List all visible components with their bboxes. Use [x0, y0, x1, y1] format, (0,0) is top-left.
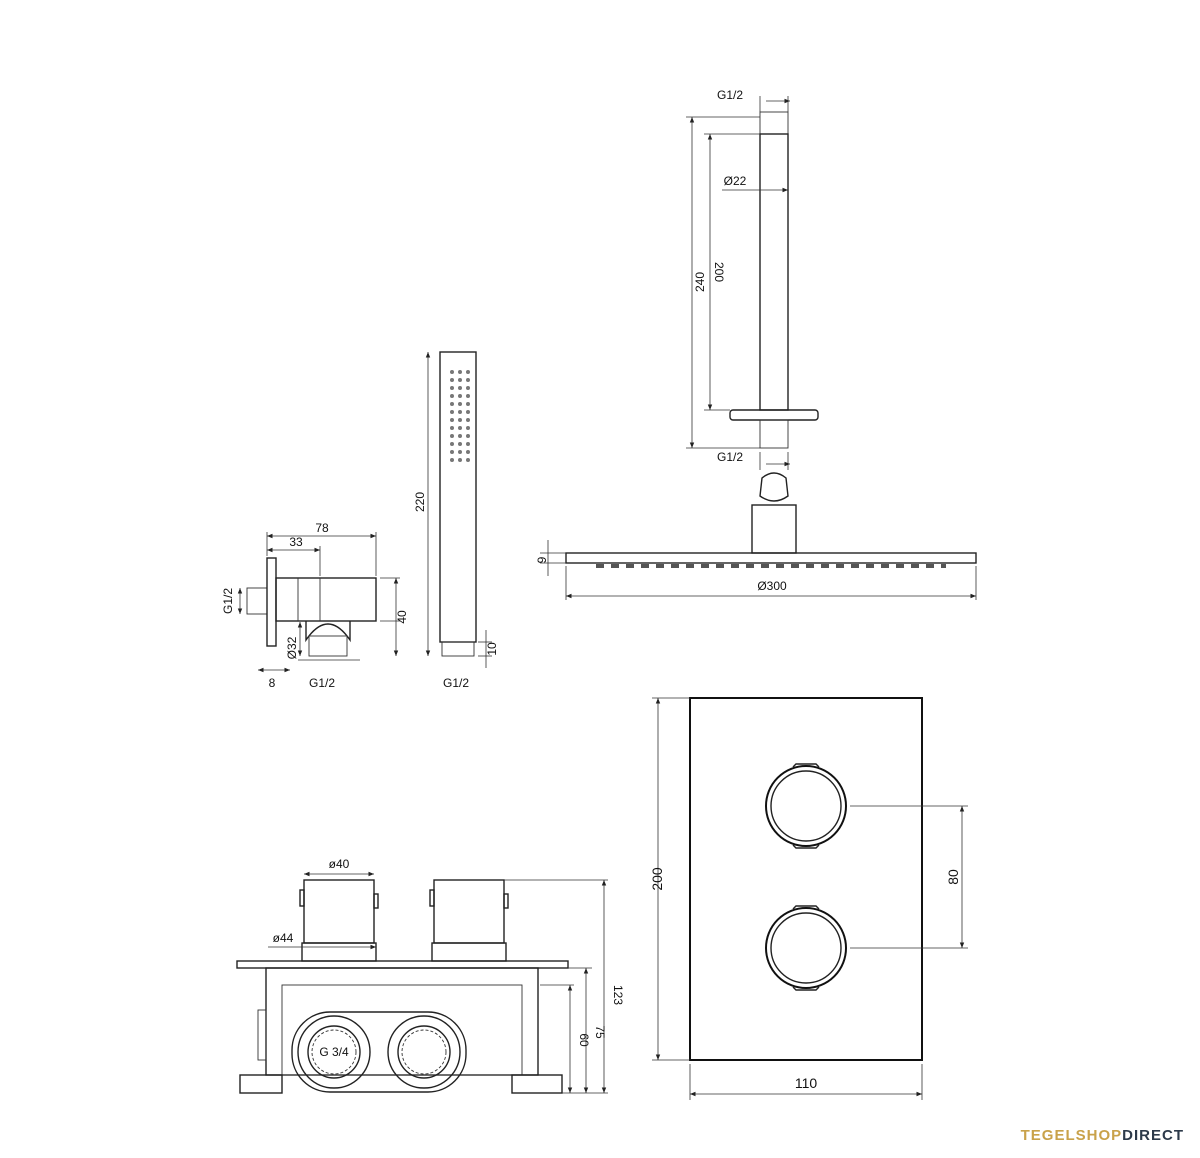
inlet-left-outer	[297, 1015, 371, 1089]
arm-pipe	[759, 133, 789, 411]
brand-logo: TEGELSHOPDIRECT	[1021, 1127, 1184, 1144]
inlet-right-outer	[387, 1015, 461, 1089]
dim-d300: Ø300	[757, 579, 787, 593]
concealed-box: G 3/4 ø40 ø44 123 75 60	[236, 857, 625, 1094]
shower-arm-and-head: G1/2 Ø22 240 200 G1/2 9 Ø300	[535, 88, 977, 600]
brand-part-2: DIRECT	[1122, 1127, 1184, 1144]
hand-thread	[441, 641, 475, 657]
dim-240: 240	[693, 272, 707, 292]
dim-g34: G 3/4	[319, 1045, 349, 1059]
dim-33: 33	[289, 535, 303, 549]
cover-plate-side	[236, 960, 569, 969]
dim-hand-thread: G1/2	[443, 676, 469, 690]
dim-d40: ø40	[329, 857, 350, 871]
head-connector	[751, 504, 797, 554]
wall-plate	[266, 557, 277, 647]
dim-220: 220	[413, 492, 427, 512]
hand-shower: 220 10 G1/2	[413, 351, 499, 690]
dim-200-plate: 200	[649, 867, 665, 891]
dim-80: 80	[945, 869, 961, 885]
dim-200-arm: 200	[712, 262, 726, 282]
knob-right	[433, 879, 505, 944]
dim-78: 78	[315, 521, 329, 535]
dim-d32: Ø32	[285, 636, 299, 659]
brand-part-1: TEGELSHOP	[1020, 1127, 1123, 1144]
ceiling-flange	[729, 409, 819, 421]
arm-top-thread	[759, 111, 789, 135]
dim-outlet-thread: G1/2	[309, 676, 335, 690]
knob-bottom	[765, 907, 847, 989]
rosette-left	[301, 942, 377, 962]
dim-d44: ø44	[273, 931, 294, 945]
rosette-right	[431, 942, 507, 962]
dim-110: 110	[795, 1075, 818, 1091]
dim-arm-thread-bottom: G1/2	[717, 450, 743, 464]
swivel-joint	[759, 472, 789, 502]
hand-shower-nozzles	[448, 366, 470, 462]
dim-10: 10	[485, 642, 499, 656]
dim-arm-thread-top: G1/2	[717, 88, 743, 102]
knob-top	[765, 765, 847, 847]
dim-123: 123	[611, 985, 625, 1005]
knob-left	[303, 879, 375, 944]
arm-bottom-thread	[759, 419, 789, 449]
inlet-cutout	[291, 1011, 467, 1093]
wall-thread	[246, 587, 268, 615]
dim-9: 9	[535, 556, 549, 563]
wall-body	[275, 577, 377, 622]
dim-wall-thread: G1/2	[221, 588, 235, 614]
dim-75: 75	[593, 1025, 607, 1039]
dim-40: 40	[395, 610, 409, 624]
box-body	[265, 967, 539, 1076]
rain-head	[565, 552, 977, 564]
dim-60: 60	[577, 1033, 591, 1047]
dim-8: 8	[269, 676, 276, 690]
dim-d22: Ø22	[724, 174, 747, 188]
front-plate: 200 80 110	[649, 697, 968, 1100]
plate-outline	[689, 697, 923, 1061]
inlet-left-thread	[311, 1029, 357, 1075]
wall-connector: 78 33 40 G1/2 Ø32 8 G1/2	[221, 521, 409, 690]
outlet-thread	[308, 635, 348, 657]
